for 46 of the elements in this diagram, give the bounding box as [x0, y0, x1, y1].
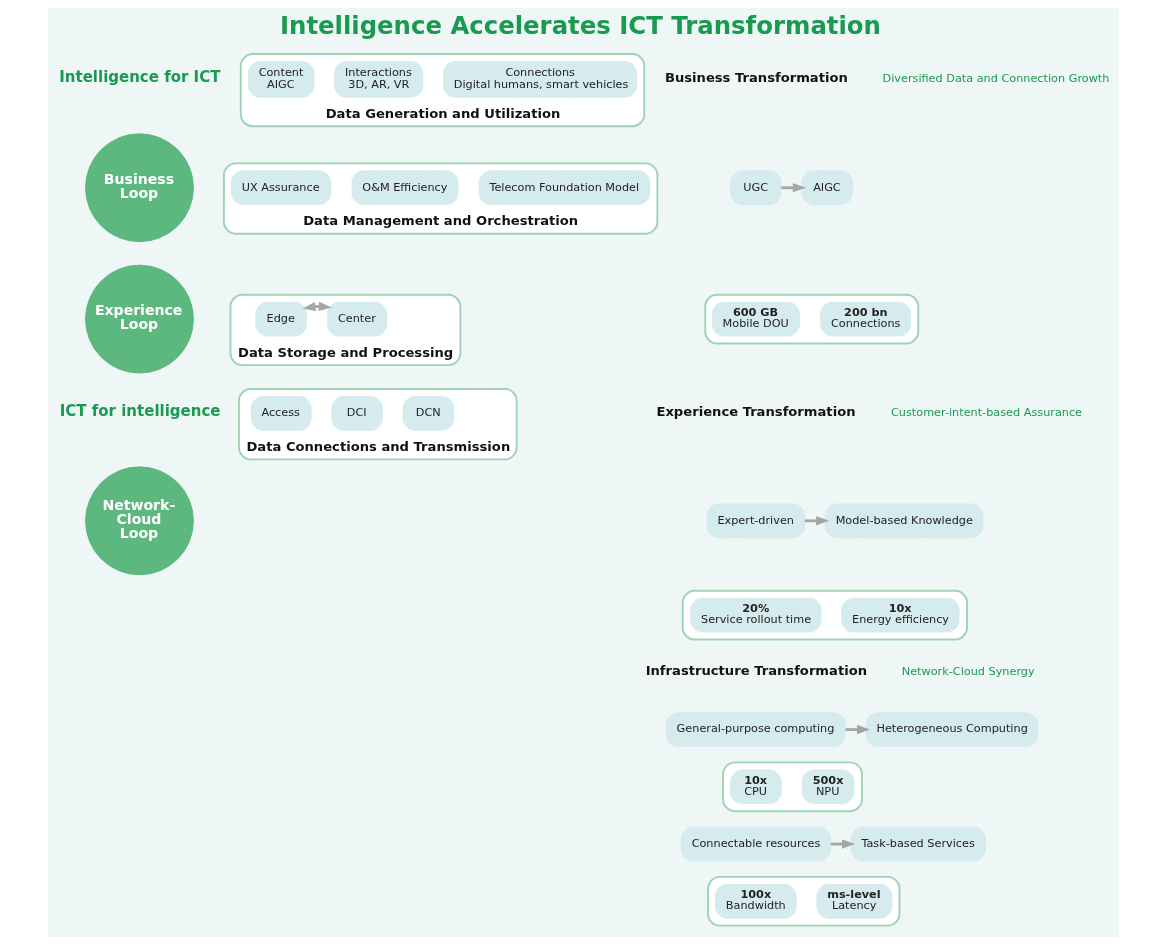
node-box: UGC — [730, 170, 782, 206]
node-box: Content AIGC — [247, 61, 315, 98]
node-box: 10x Energy efficiency — [841, 597, 960, 633]
node-circle: Network-Cloud Loop — [85, 466, 194, 576]
label: ICT for intelligence — [59, 402, 221, 421]
node-box: Center — [327, 301, 388, 337]
node-box: Interactions 3D, AR, VR — [334, 61, 424, 98]
node-circle: Experience Loop — [85, 264, 194, 374]
node-box: Connectable resources — [680, 826, 831, 862]
label: Experience Transformation — [656, 403, 856, 419]
cluster — [704, 293, 920, 345]
node-box: Model-based Knowledge — [824, 503, 984, 539]
label: Infrastructure Transformation — [645, 662, 868, 678]
node-box: 600 GB Mobile DOU — [711, 301, 800, 337]
label: Diversified Data and Connection Growth — [882, 72, 1110, 86]
node-box: Telecom Foundation Model — [478, 170, 651, 206]
node-box: Heterogeneous Computing — [865, 712, 1039, 747]
cluster — [681, 589, 968, 641]
node-box: Task-based Services — [850, 826, 986, 862]
node-box: Expert-driven — [706, 503, 806, 539]
node-box: 100x Bandwidth — [715, 883, 797, 919]
node-circle: Business Loop — [85, 133, 194, 243]
label: Network-Cloud Synergy — [901, 665, 1035, 679]
cluster — [707, 875, 901, 927]
node-box: 20% Service rollout time — [690, 597, 822, 633]
node-box: DCN — [402, 396, 455, 431]
arrow — [845, 724, 871, 735]
node-box: 200 bn Connections — [820, 301, 912, 337]
label: Business Transformation — [664, 69, 848, 85]
node-box: Access — [250, 396, 312, 431]
diagram-title: Intelligence Accelerates ICT Transformation — [279, 11, 881, 41]
arrow — [781, 183, 806, 193]
label: Customer-intent-based Assurance — [891, 406, 1083, 420]
label: Intelligence for ICT — [59, 68, 221, 86]
node-box: DCI — [331, 396, 383, 431]
node-box: 10x CPU — [730, 769, 782, 805]
node-box: UX Assurance — [230, 170, 332, 206]
node-box: ms-level Latency — [816, 883, 893, 919]
node-box: General-purpose computing — [665, 712, 846, 747]
cluster — [722, 761, 863, 813]
node-box: O&M Efficiency — [351, 170, 459, 206]
node-box: Connections Digital humans, smart vehicles — [443, 61, 638, 98]
arrow — [804, 516, 830, 526]
node-box: Edge — [255, 301, 307, 337]
node-box: 500x NPU — [801, 769, 855, 805]
node-box: AIGC — [801, 170, 853, 206]
